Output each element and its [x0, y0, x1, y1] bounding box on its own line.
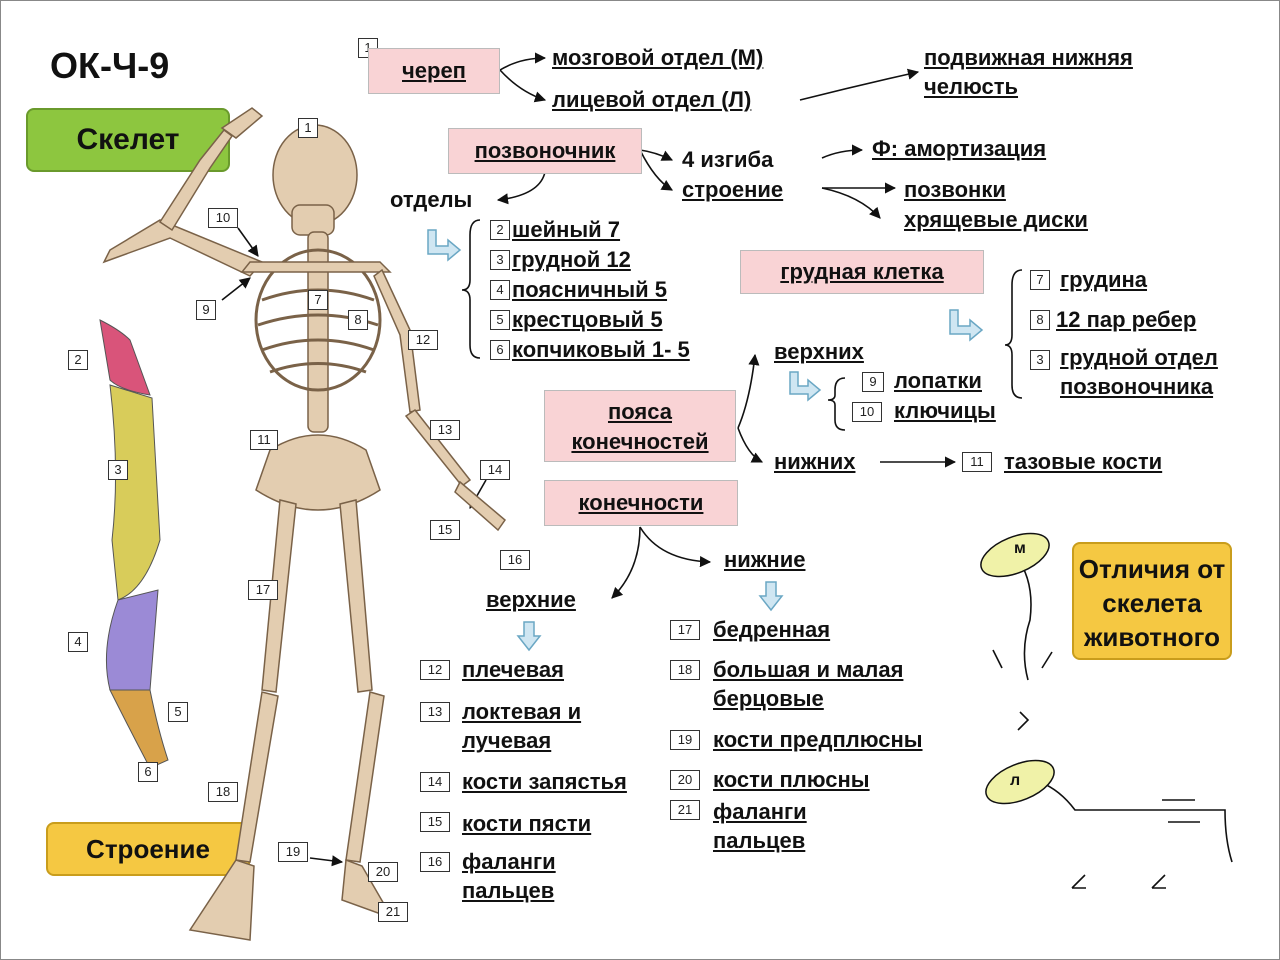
spine-box: позвоночник — [448, 128, 642, 174]
fig-num-3: 3 — [108, 460, 128, 480]
list-item: шейный 7 — [512, 217, 621, 242]
spine-bends: 4 изгиба — [682, 147, 774, 172]
list-item: грудной 12 — [512, 247, 631, 272]
lower-phalanges: фаланги пальцев — [713, 799, 807, 853]
lower-femur: бедренная — [713, 617, 831, 642]
list-item-num: 5 — [490, 310, 510, 330]
chest-box: грудная клетка — [740, 250, 984, 294]
lower-num-21: 21 — [670, 800, 700, 820]
girdle-scapula: лопатки — [894, 368, 982, 393]
spine-function: Ф: амортизация — [872, 136, 1047, 161]
chest-num-8: 8 — [1030, 310, 1050, 330]
skull-brain: мозговой отдел (М) — [552, 45, 764, 70]
lower-tarsals: кости предплюсны — [713, 727, 923, 752]
upper-num-16: 16 — [420, 852, 450, 872]
lower-metatarsals: кости плюсны — [713, 767, 870, 792]
spine-structure: строение — [682, 177, 784, 202]
list-item-num: 6 — [490, 340, 510, 360]
spine-discs: хрящевые диски — [904, 207, 1088, 232]
lower-tibia-fibula: большая и малая берцовые — [713, 657, 904, 711]
list-item-num: 3 — [490, 250, 510, 270]
fig-num-20: 20 — [368, 862, 398, 882]
fig-num-6: 6 — [138, 762, 158, 782]
list-item-num: 2 — [490, 220, 510, 240]
lower-num-17: 17 — [670, 620, 700, 640]
oval-label-m: м — [1014, 540, 1026, 557]
girdles-upper: верхних — [774, 339, 864, 364]
girdles-lower: нижних — [774, 449, 856, 474]
fig-num-14: 14 — [480, 460, 510, 480]
differences-badge: Отличия от скелета животного — [1072, 542, 1232, 660]
chest-num-3: 3 — [1030, 350, 1050, 370]
skull-jaw: подвижная нижняя челюсть — [924, 45, 1133, 99]
fig-num-10: 10 — [208, 208, 238, 228]
fig-num-7: 7 — [308, 290, 328, 310]
lower-num-20: 20 — [670, 770, 700, 790]
lower-num-18: 18 — [670, 660, 700, 680]
upper-ulna-radius: локтевая и лучевая — [462, 699, 582, 753]
chest-num-7: 7 — [1030, 270, 1050, 290]
girdle-clavicle: ключицы — [894, 398, 996, 423]
limbs-lower: нижние — [724, 547, 806, 572]
lower-num-19: 19 — [670, 730, 700, 750]
fig-num-8: 8 — [348, 310, 368, 330]
fig-num-18: 18 — [208, 782, 238, 802]
fig-num-1-top: 1 — [298, 118, 318, 138]
fig-num-9: 9 — [196, 300, 216, 320]
upper-metacarpals: кости пясти — [462, 811, 592, 836]
fig-num-5: 5 — [168, 702, 188, 722]
list-item: поясничный 5 — [512, 277, 668, 302]
girdle-num-9: 9 — [862, 372, 884, 392]
chest-sternum: грудина — [1060, 267, 1148, 292]
skeleton-badge: Скелет — [26, 108, 230, 172]
fig-num-11: 11 — [250, 430, 278, 450]
fig-num-19: 19 — [278, 842, 308, 862]
limbs-upper: верхние — [486, 587, 576, 612]
spine-sections-label: отделы — [390, 187, 473, 212]
girdle-num-10: 10 — [852, 402, 882, 422]
page-title: ОК-Ч-9 — [50, 45, 170, 86]
fig-num-2: 2 — [68, 350, 88, 370]
upper-num-13: 13 — [420, 702, 450, 722]
upper-phalanges: фаланги пальцев — [462, 849, 556, 903]
upper-num-15: 15 — [420, 812, 450, 832]
list-item-num: 4 — [490, 280, 510, 300]
skull-face: лицевой отдел (Л) — [552, 87, 752, 112]
chest-thoracic-spine: грудной отдел позвоночника — [1060, 345, 1218, 399]
chest-ribs: 12 пар ребер — [1056, 307, 1197, 332]
fig-num-21: 21 — [378, 902, 408, 922]
limbs-box: конечности — [544, 480, 738, 526]
list-item: крестцовый 5 — [512, 307, 663, 332]
upper-carpals: кости запястья — [462, 769, 627, 794]
girdles-box: пояса конечностей — [544, 390, 736, 462]
upper-num-14: 14 — [420, 772, 450, 792]
skull-box: череп — [368, 48, 500, 94]
fig-num-17: 17 — [248, 580, 278, 600]
upper-num-12: 12 — [420, 660, 450, 680]
upper-humerus: плечевая — [462, 657, 564, 682]
fig-num-13: 13 — [430, 420, 460, 440]
fig-num-16: 16 — [500, 550, 530, 570]
list-item: копчиковый 1- 5 — [512, 337, 690, 362]
girdle-num-11: 11 — [962, 452, 992, 472]
fig-num-12: 12 — [408, 330, 438, 350]
girdle-pelvic: тазовые кости — [1004, 449, 1163, 474]
fig-num-4: 4 — [68, 632, 88, 652]
oval-label-l: л — [1010, 772, 1021, 789]
spine-vertebrae: позвонки — [904, 177, 1006, 202]
fig-num-15: 15 — [430, 520, 460, 540]
